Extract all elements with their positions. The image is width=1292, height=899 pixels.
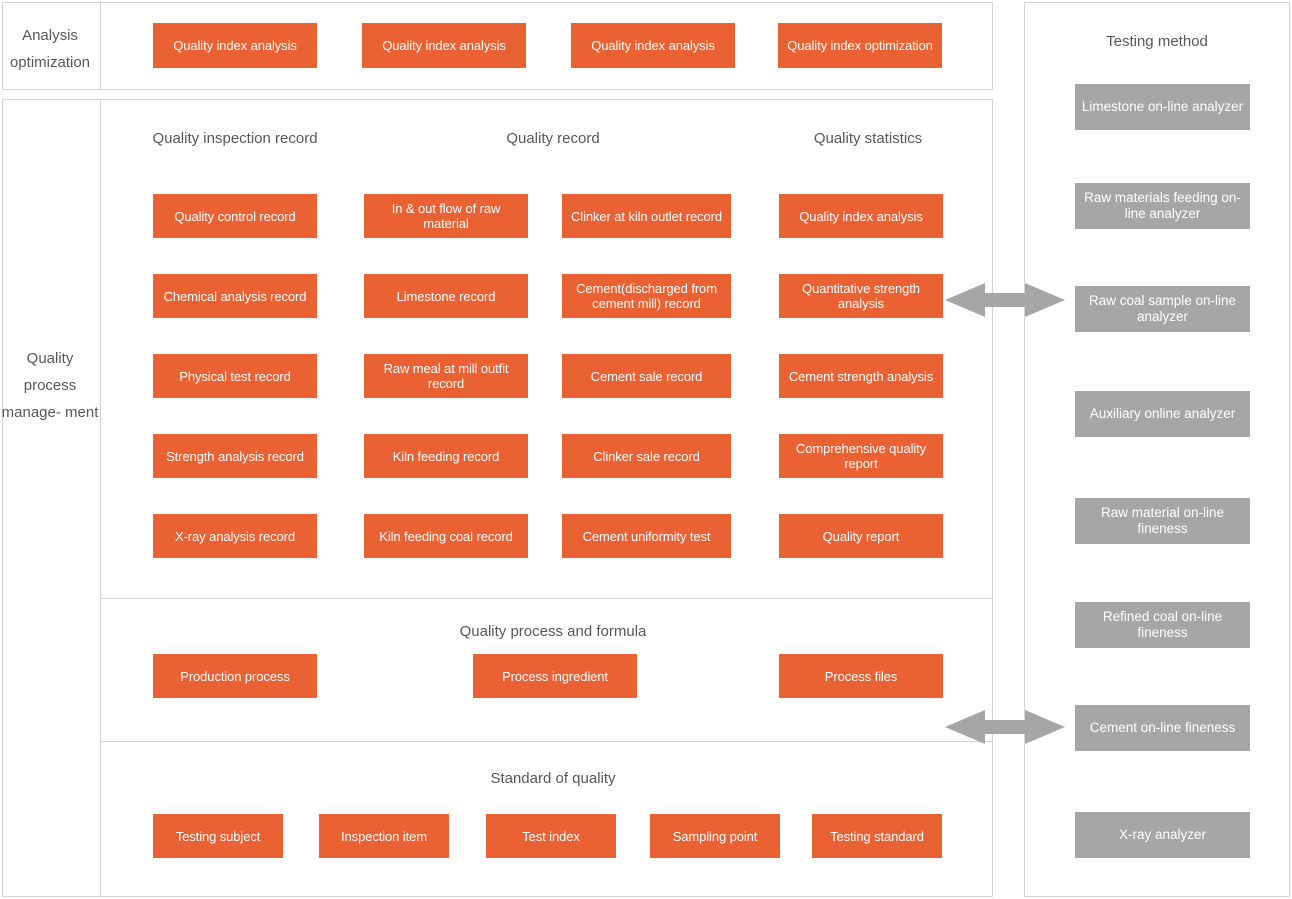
node-standard-5[interactable]: Testing standard — [812, 814, 942, 858]
node-record-c2-r3[interactable]: Raw meal at mill outfit record — [364, 354, 528, 398]
node-analysis-3[interactable]: Quality index analysis — [571, 23, 735, 68]
node-record-c3-r2[interactable]: Cement(discharged from cement mill) reco… — [562, 274, 731, 318]
row-label-analysis-optimization: Analysis optimization — [9, 27, 91, 71]
node-record-c1-r2[interactable]: Chemical analysis record — [153, 274, 317, 318]
node-record-c2-r2[interactable]: Limestone record — [364, 274, 528, 318]
node-analysis-1[interactable]: Quality index analysis — [153, 23, 317, 68]
row-label-quality-process-management: Quality process manage- ment — [1, 350, 99, 421]
node-testing-raw-material-fineness[interactable]: Raw material on-line fineness — [1075, 498, 1250, 544]
node-testing-auxiliary-online-analyzer[interactable]: Auxiliary online analyzer — [1075, 391, 1250, 437]
node-record-c2-r5[interactable]: Kiln feeding coal record — [364, 514, 528, 558]
node-testing-cement-online-fineness[interactable]: Cement on-line fineness — [1075, 705, 1250, 751]
divider-vertical-analysis — [100, 2, 101, 90]
node-testing-raw-materials-feeding-analyzer[interactable]: Raw materials feeding on-line analyzer — [1075, 183, 1250, 229]
node-testing-raw-coal-sample-analyzer[interactable]: Raw coal sample on-line analyzer — [1075, 286, 1250, 332]
section-header-quality-inspection-record: Quality inspection record — [152, 130, 318, 147]
section-header-quality-record: Quality record — [506, 130, 600, 147]
node-record-c1-r1[interactable]: Quality control record — [153, 194, 317, 238]
node-record-c3-r5[interactable]: Cement uniformity test — [562, 514, 731, 558]
panel-testing-method — [1024, 2, 1290, 897]
node-record-c3-r4[interactable]: Clinker sale record — [562, 434, 731, 478]
panel-title-testing-method: Testing method — [1106, 33, 1208, 50]
node-record-c3-r1[interactable]: Clinker at kiln outlet record — [562, 194, 731, 238]
node-record-c1-r4[interactable]: Strength analysis record — [153, 434, 317, 478]
node-record-c4-r3[interactable]: Cement strength analysis — [779, 354, 943, 398]
arrow-bidirectional-strength-to-rawcoal — [945, 278, 1065, 322]
section-header-quality-process-and-formula: Quality process and formula — [459, 623, 647, 640]
node-analysis-2[interactable]: Quality index analysis — [362, 23, 526, 68]
node-standard-4[interactable]: Sampling point — [650, 814, 780, 858]
node-testing-limestone-analyzer[interactable]: Limestone on-line analyzer — [1075, 84, 1250, 130]
divider-horizontal-standard — [101, 741, 993, 742]
node-record-c1-r3[interactable]: Physical test record — [153, 354, 317, 398]
node-standard-2[interactable]: Inspection item — [319, 814, 449, 858]
section-header-standard-of-quality: Standard of quality — [490, 770, 616, 787]
node-testing-xray-analyzer[interactable]: X-ray analyzer — [1075, 812, 1250, 858]
node-record-c2-r4[interactable]: Kiln feeding record — [364, 434, 528, 478]
node-formula-2[interactable]: Process ingredient — [473, 654, 637, 698]
divider-vertical-process — [100, 99, 101, 897]
node-standard-1[interactable]: Testing subject — [153, 814, 283, 858]
node-standard-3[interactable]: Test index — [486, 814, 616, 858]
node-record-c4-r1[interactable]: Quality index analysis — [779, 194, 943, 238]
node-formula-3[interactable]: Process files — [779, 654, 943, 698]
divider-horizontal-formula — [101, 598, 993, 599]
node-record-c4-r4[interactable]: Comprehensive quality report — [779, 434, 943, 478]
node-record-c4-r5[interactable]: Quality report — [779, 514, 943, 558]
node-analysis-4[interactable]: Quality index optimization — [778, 23, 942, 68]
section-header-quality-statistics: Quality statistics — [813, 130, 923, 147]
node-record-c4-r2[interactable]: Quantitative strength analysis — [779, 274, 943, 318]
arrow-bidirectional-formula-to-cement-fineness — [945, 705, 1065, 749]
node-formula-1[interactable]: Production process — [153, 654, 317, 698]
node-testing-refined-coal-fineness[interactable]: Refined coal on-line fineness — [1075, 602, 1250, 648]
node-record-c3-r3[interactable]: Cement sale record — [562, 354, 731, 398]
node-record-c2-r1[interactable]: In & out flow of raw material — [364, 194, 528, 238]
node-record-c1-r5[interactable]: X-ray analysis record — [153, 514, 317, 558]
